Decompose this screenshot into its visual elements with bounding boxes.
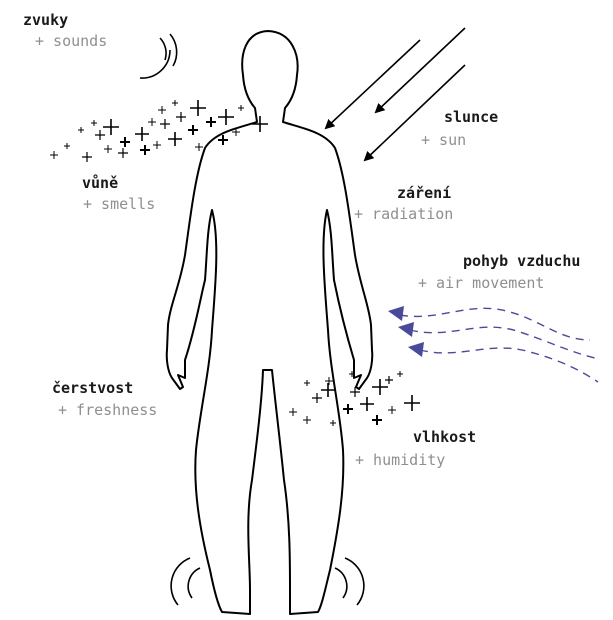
- smells-label-czech: vůně: [82, 173, 118, 193]
- radiation-label-czech: záření: [397, 183, 451, 203]
- smells-label-english: + smells: [83, 194, 155, 214]
- freshness-label-english: + freshness: [58, 400, 157, 420]
- sounds-label-english: + sounds: [35, 31, 107, 51]
- sun-label-czech: slunce: [444, 107, 498, 127]
- air-flow-arrows-icon: [400, 308, 598, 382]
- sounds-label-czech: zvuky: [23, 10, 68, 30]
- air-movement-label-czech: pohyb vzduchu: [463, 251, 580, 271]
- humidity-label-english: + humidity: [355, 450, 445, 470]
- air-movement-label-english: + air movement: [418, 273, 544, 293]
- freshness-label-czech: čerstvost: [52, 378, 133, 398]
- humidity-label-czech: vlhkost: [413, 427, 476, 447]
- humidity-particles-icon: [289, 371, 420, 426]
- human-figure-icon: [167, 31, 373, 614]
- ground-sound-right-icon: [335, 558, 364, 605]
- sun-label-english: + sun: [421, 130, 466, 150]
- radiation-label-english: + radiation: [354, 204, 453, 224]
- air-flow-arrowheads: [388, 306, 424, 357]
- ground-sound-left-icon: [171, 558, 200, 605]
- smell-particles-icon: [50, 100, 268, 162]
- sound-wave-icon: [140, 34, 177, 78]
